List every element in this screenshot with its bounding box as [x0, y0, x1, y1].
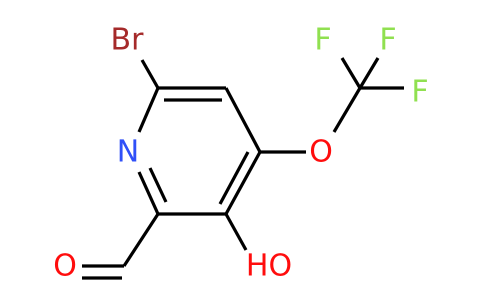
bond-c2-cho: [122, 213, 160, 267]
bond-c4-c3-inner: [218, 151, 250, 205]
bonds: [82, 57, 404, 280]
bond-c2-n: [137, 171, 160, 215]
atom-labels: Br N O F F F HO O: [53, 23, 428, 284]
bond-c-f1: [340, 57, 362, 89]
bond-n-c6: [137, 87, 160, 133]
bond-c4-c3: [224, 151, 262, 215]
atom-aldehyde-oxygen: O: [53, 249, 77, 284]
atom-fluorine-2: F: [379, 23, 396, 58]
atom-nitrogen: N: [117, 135, 139, 170]
bond-c3-oh: [224, 213, 248, 251]
atom-bromine: Br: [111, 23, 145, 58]
bond-c5-c4: [224, 87, 262, 153]
atom-ether-oxygen: O: [309, 135, 333, 170]
bond-c-f2: [358, 57, 380, 89]
bond-c2-n-inner: [148, 167, 168, 203]
atom-hydroxyl: HO: [246, 249, 292, 284]
atom-fluorine-3: F: [411, 75, 428, 110]
atom-fluorine-1: F: [314, 23, 331, 58]
bond-c6-br: [140, 59, 160, 89]
bond-o-cf3: [332, 87, 362, 133]
